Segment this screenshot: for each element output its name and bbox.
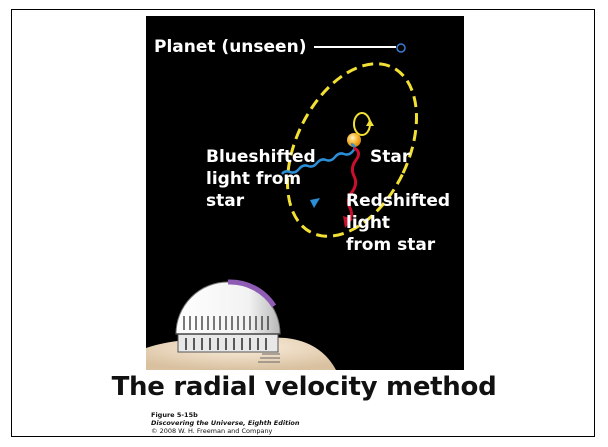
star-dot — [347, 133, 361, 147]
redshifted-wave — [345, 146, 361, 224]
planet-label: Planet (unseen) — [154, 37, 306, 57]
blueshift-label-line-1: Blueshifted — [206, 147, 316, 167]
redshift-label-line-2: light — [346, 213, 390, 233]
blueshifted-wave — [281, 142, 356, 175]
figure-caption: Figure 5-15b Discovering the Universe, E… — [151, 411, 300, 435]
observatory-base — [177, 333, 279, 353]
observatory-base-slats — [185, 338, 267, 350]
star-wobble-arrowhead — [366, 119, 374, 126]
blueshift-label-line-3: star — [206, 191, 245, 211]
caption-book-title: Discovering the Universe, Eighth Edition — [151, 419, 300, 427]
slide-frame — [11, 9, 595, 437]
redshift-arrowhead — [343, 216, 353, 228]
redshift-label-line-1: Redshifted — [346, 191, 450, 211]
planet-orbit-ellipse — [286, 62, 418, 238]
dome-ribs — [183, 316, 269, 330]
radial-velocity-diagram: Planet (unseen) Star Blueshifted light f… — [146, 16, 464, 370]
blueshift-label-line-2: light from — [206, 169, 301, 189]
dome-slit-accent — [227, 279, 277, 308]
caption-copyright: © 2008 W. H. Freeman and Company — [151, 427, 273, 435]
caption-figure-number: Figure 5-15b — [151, 411, 198, 419]
slide-title: The radial velocity method — [111, 372, 497, 402]
redshift-label-line-3: from star — [346, 235, 436, 255]
blueshift-arrowhead — [310, 198, 320, 208]
star-label: Star — [370, 147, 411, 167]
planet-dot — [396, 43, 406, 53]
observatory-stairs — [258, 353, 280, 363]
